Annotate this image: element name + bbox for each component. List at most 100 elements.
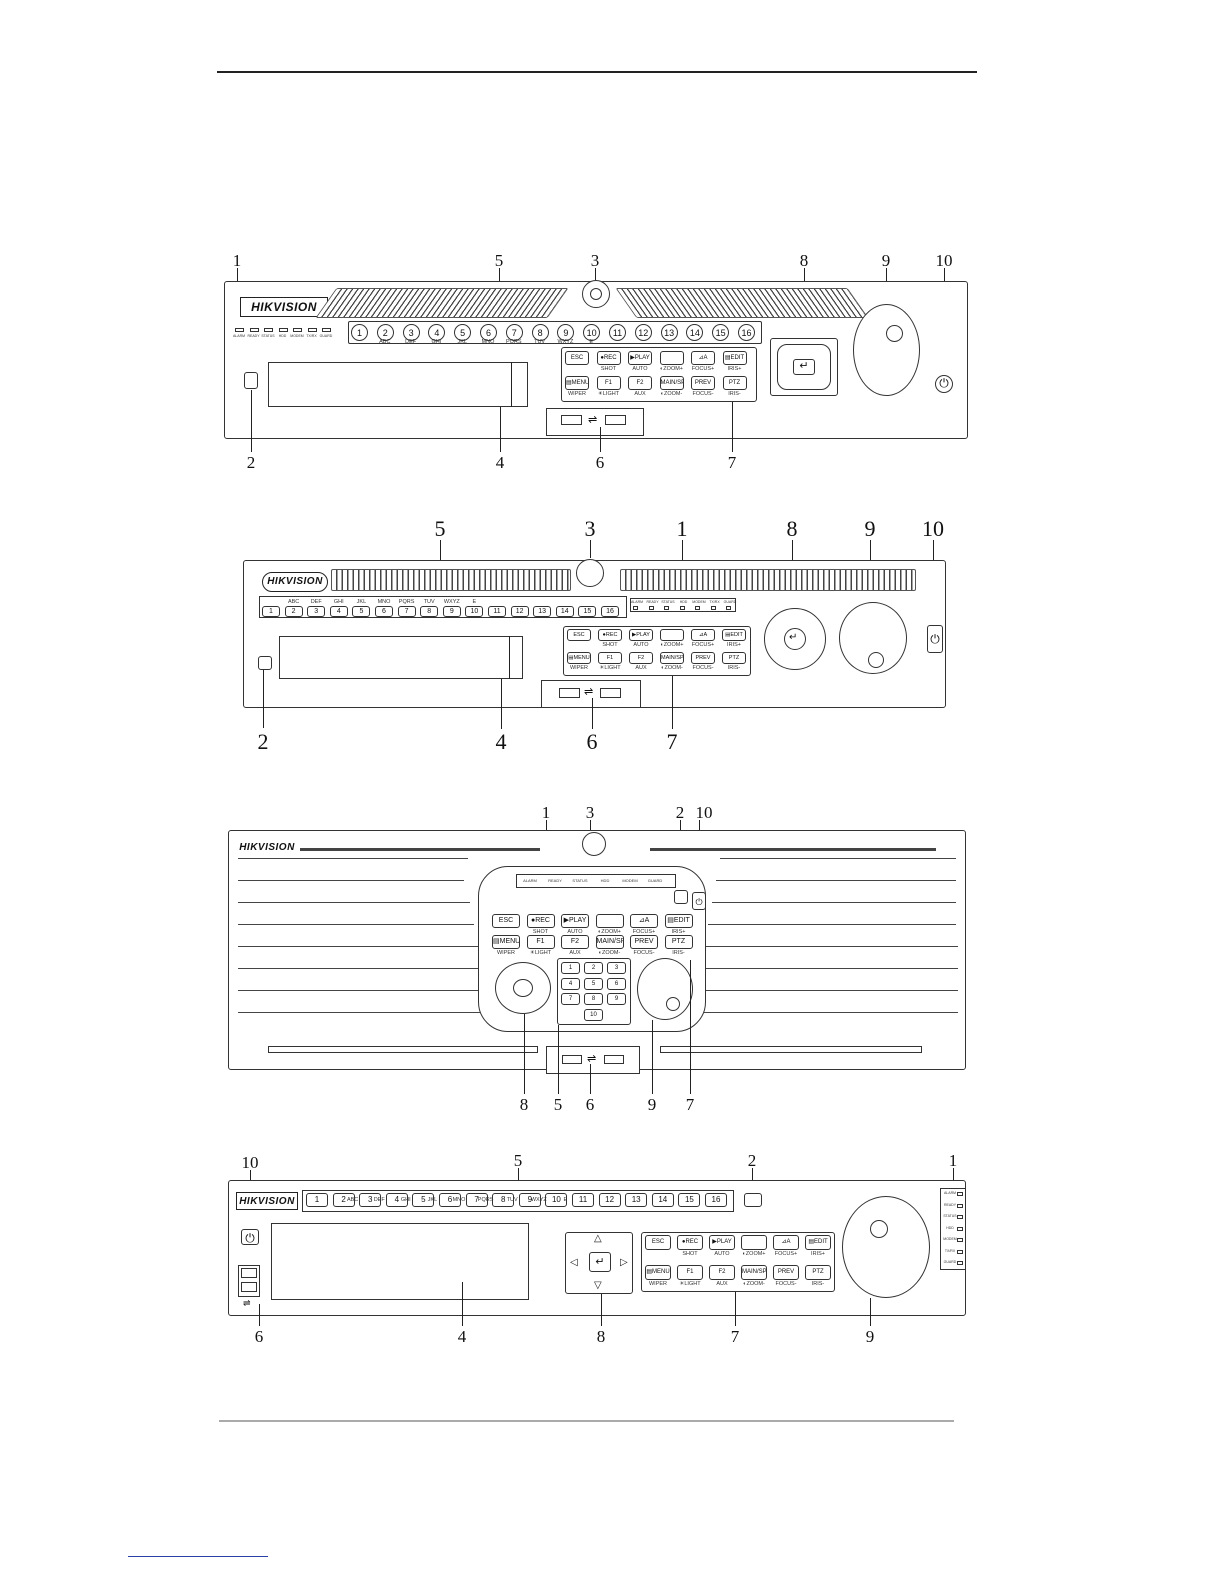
- number-key[interactable]: 16: [738, 324, 755, 341]
- control-key[interactable]: ESC: [567, 629, 591, 641]
- control-key[interactable]: F1: [598, 652, 622, 664]
- number-key[interactable]: 14: [651, 1193, 674, 1207]
- control-key[interactable]: ESC: [645, 1235, 671, 1250]
- control-key[interactable]: ●REC: [596, 351, 621, 365]
- number-key[interactable]: 12: [510, 606, 529, 617]
- control-key[interactable]: PREV: [630, 935, 658, 949]
- number-key[interactable]: 4: [428, 324, 446, 341]
- number-key[interactable]: 13: [625, 1193, 648, 1207]
- number-key[interactable]: 3: [307, 606, 326, 617]
- control-key[interactable]: ▤EDIT: [722, 629, 746, 641]
- jog-dial[interactable]: [666, 997, 680, 1011]
- number-key[interactable]: 9: [442, 606, 461, 617]
- control-key[interactable]: MAIN/SPOT: [660, 652, 684, 664]
- enter-button[interactable]: [513, 979, 533, 997]
- numeric-key[interactable]: 10: [584, 1009, 603, 1021]
- control-key[interactable]: ⊿A: [691, 351, 715, 365]
- enter-button[interactable]: ↵: [589, 1252, 611, 1272]
- control-key[interactable]: ●REC: [598, 629, 622, 641]
- number-key[interactable]: 11: [609, 324, 626, 341]
- number-key[interactable]: 6: [439, 1193, 461, 1207]
- number-key[interactable]: 8: [492, 1193, 515, 1207]
- number-key[interactable]: 5: [454, 324, 472, 341]
- numeric-key[interactable]: 8: [584, 993, 603, 1005]
- control-key[interactable]: ▶PLAY: [628, 351, 652, 365]
- number-key[interactable]: 2: [376, 324, 394, 341]
- numeric-key[interactable]: 9: [607, 993, 626, 1005]
- control-key[interactable]: ESC: [492, 914, 520, 928]
- number-key[interactable]: 9: [518, 1193, 541, 1207]
- control-key[interactable]: ⊿A: [691, 629, 715, 641]
- control-key[interactable]: ▤MENU: [567, 652, 591, 664]
- control-key[interactable]: ▤EDIT: [664, 914, 693, 928]
- control-key[interactable]: F1: [526, 935, 555, 949]
- control-key[interactable]: MAIN/SPOT: [741, 1265, 767, 1280]
- number-key[interactable]: 14: [555, 606, 574, 617]
- control-key[interactable]: PTZ: [805, 1265, 831, 1280]
- power-button[interactable]: ⏻: [927, 625, 943, 653]
- number-key[interactable]: 1: [262, 606, 280, 617]
- control-key[interactable]: ▶PLAY: [561, 914, 589, 928]
- control-key[interactable]: [741, 1235, 767, 1250]
- number-key[interactable]: 8: [420, 606, 439, 617]
- number-key[interactable]: 12: [598, 1193, 621, 1207]
- number-key[interactable]: 15: [578, 606, 597, 617]
- number-key[interactable]: 7: [397, 606, 416, 617]
- number-key[interactable]: 9: [557, 324, 575, 341]
- control-key[interactable]: ⊿A: [630, 914, 658, 928]
- control-key[interactable]: ▤EDIT: [722, 351, 747, 365]
- control-key[interactable]: [595, 914, 624, 928]
- control-key[interactable]: ESC: [565, 351, 589, 365]
- number-key[interactable]: 2: [332, 1193, 355, 1207]
- number-key[interactable]: 1: [306, 1193, 328, 1207]
- enter-button[interactable]: [784, 628, 806, 650]
- control-key[interactable]: PTZ: [722, 376, 747, 390]
- control-key[interactable]: PTZ: [722, 652, 746, 664]
- power-button[interactable]: ⏻: [935, 375, 953, 393]
- power-button[interactable]: ⏻: [692, 892, 706, 910]
- control-key[interactable]: [660, 629, 684, 641]
- control-key[interactable]: ▶PLAY: [709, 1235, 735, 1250]
- number-key[interactable]: 4: [329, 606, 348, 617]
- control-key[interactable]: PREV: [773, 1265, 799, 1280]
- control-key[interactable]: ▤EDIT: [805, 1235, 831, 1250]
- number-key[interactable]: 10: [465, 606, 484, 617]
- number-key[interactable]: 16: [705, 1193, 727, 1207]
- control-key[interactable]: F2: [709, 1265, 735, 1280]
- control-key[interactable]: ●REC: [677, 1235, 703, 1250]
- numeric-key[interactable]: 5: [584, 977, 603, 990]
- numeric-key[interactable]: 7: [561, 993, 580, 1005]
- control-key[interactable]: PTZ: [664, 935, 693, 949]
- control-key[interactable]: [659, 351, 684, 365]
- number-key[interactable]: 12: [634, 324, 652, 341]
- jog-dial[interactable]: [886, 325, 903, 342]
- number-key[interactable]: 7: [465, 1193, 488, 1207]
- number-key[interactable]: 5: [412, 1193, 435, 1207]
- number-key[interactable]: 6: [480, 324, 497, 341]
- control-key[interactable]: ▤MENU: [645, 1265, 671, 1280]
- number-key[interactable]: 11: [572, 1193, 594, 1207]
- number-key[interactable]: 8: [531, 324, 549, 341]
- control-key[interactable]: F1: [677, 1265, 703, 1280]
- number-key[interactable]: 5: [352, 606, 371, 617]
- control-key[interactable]: ▶PLAY: [629, 629, 653, 641]
- control-key[interactable]: ●REC: [526, 914, 555, 928]
- jog-shuttle-knob[interactable]: [842, 1196, 930, 1298]
- enter-button[interactable]: ↵: [793, 359, 815, 375]
- jog-shuttle-knob[interactable]: [853, 304, 920, 396]
- jog-shuttle-knob[interactable]: [637, 958, 693, 1020]
- numeric-key[interactable]: 3: [607, 962, 626, 974]
- number-key[interactable]: 7: [505, 324, 523, 341]
- number-key[interactable]: 15: [678, 1193, 701, 1207]
- number-key[interactable]: 1: [351, 324, 368, 341]
- jog-dial[interactable]: [870, 1220, 888, 1238]
- number-key[interactable]: 11: [488, 606, 506, 617]
- number-key[interactable]: 14: [686, 324, 704, 341]
- control-key[interactable]: MAIN/SPOT: [595, 935, 624, 949]
- control-key[interactable]: ▤MENU: [565, 376, 589, 390]
- number-key[interactable]: 2: [284, 606, 303, 617]
- number-key[interactable]: 10: [583, 324, 601, 341]
- number-key[interactable]: 15: [712, 324, 730, 341]
- power-button[interactable]: ⏻: [241, 1229, 259, 1245]
- control-key[interactable]: PREV: [691, 376, 715, 390]
